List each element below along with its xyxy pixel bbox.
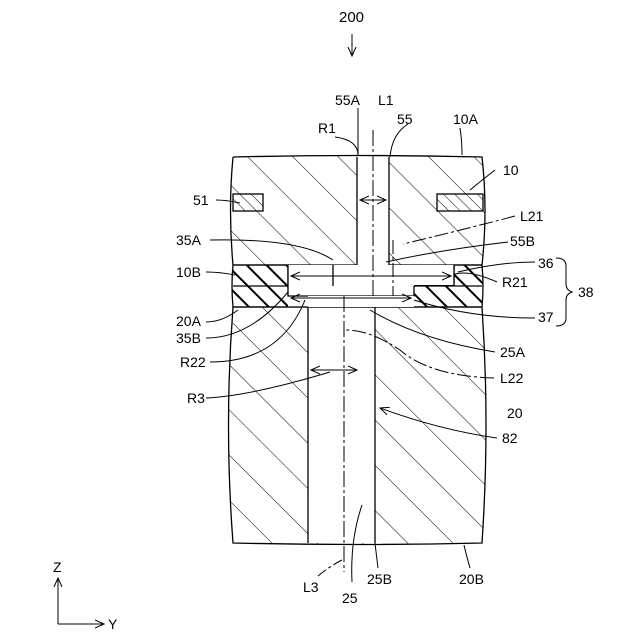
label-55: 55	[397, 111, 413, 127]
label-R1: R1	[318, 120, 336, 136]
label-82: 82	[502, 430, 518, 446]
label-38: 38	[578, 284, 594, 300]
label-L1: L1	[378, 92, 394, 108]
label-R3: R3	[187, 390, 205, 406]
axis-label-y: Y	[108, 616, 118, 632]
label-55B: 55B	[510, 233, 535, 249]
label-10B: 10B	[176, 264, 201, 280]
label-10: 10	[503, 162, 519, 178]
label-35B: 35B	[176, 330, 201, 346]
bracket-38	[556, 258, 572, 326]
label-25: 25	[342, 590, 358, 606]
label-35A: 35A	[176, 232, 202, 248]
label-20A: 20A	[176, 313, 202, 329]
label-10A: 10A	[453, 111, 479, 127]
component-51-right	[437, 194, 483, 211]
label-36: 36	[538, 255, 554, 271]
label-25B: 25B	[367, 571, 392, 587]
label-51: 51	[193, 192, 209, 208]
label-L22: L22	[500, 370, 524, 386]
label-20: 20	[507, 405, 523, 421]
seal-layer-38	[232, 265, 483, 307]
label-25A: 25A	[500, 344, 526, 360]
axes-indicator	[58, 578, 104, 624]
member-20	[229, 307, 487, 545]
label-L3: L3	[303, 579, 319, 595]
label-55A: 55A	[335, 92, 361, 108]
label-37: 37	[538, 309, 554, 325]
figure-number-label: 200	[339, 9, 364, 26]
label-R21: R21	[502, 274, 528, 290]
label-L21: L21	[520, 208, 544, 224]
label-R22: R22	[180, 354, 206, 370]
axis-label-z: Z	[53, 559, 62, 575]
label-20B: 20B	[459, 571, 484, 587]
